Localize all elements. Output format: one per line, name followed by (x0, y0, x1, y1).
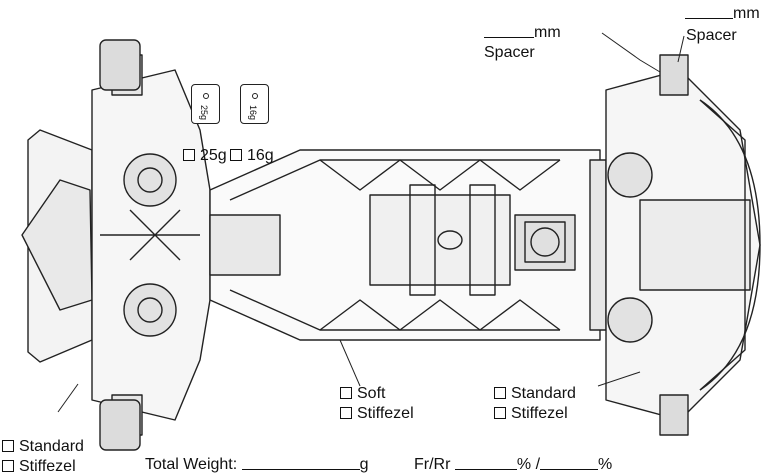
leader-chassis (339, 339, 361, 387)
checkbox-icon[interactable] (494, 387, 506, 399)
rear-arm-option-stiffezel[interactable]: Stiffezel (494, 405, 568, 423)
spacer-left-label: Spacer (484, 44, 535, 61)
leader-front-arm (57, 383, 79, 413)
rear-arm-option-standard[interactable]: Standard (494, 385, 576, 403)
leader-spacer-left (601, 32, 661, 73)
total-weight-field[interactable] (241, 455, 360, 470)
weight-hole-icon (203, 93, 209, 99)
checkbox-icon[interactable] (494, 407, 506, 419)
weight-unit: g (359, 456, 369, 473)
front-arm-option-stiffezel[interactable]: Stiffezel (2, 458, 76, 476)
checkbox-icon[interactable] (2, 440, 14, 452)
checkbox-icon[interactable] (340, 407, 352, 419)
checkbox-icon[interactable] (340, 387, 352, 399)
weight-box-25g: 25g (191, 84, 220, 124)
checkbox-icon[interactable] (2, 460, 14, 472)
spacer-left-mm[interactable]: mm (484, 23, 561, 42)
chassis-option-soft[interactable]: Soft (340, 385, 385, 403)
weight-box-16g: 16g (240, 84, 269, 124)
total-weight-label: Total Weight: (145, 456, 238, 473)
weight-option-25g[interactable]: 25g (183, 147, 227, 165)
battery (369, 194, 511, 286)
checkbox-icon[interactable] (230, 149, 242, 161)
spacer-right-mm[interactable]: mm (685, 4, 760, 23)
checkbox-icon[interactable] (183, 149, 195, 161)
ratio-label: Fr/Rr (414, 456, 451, 473)
chassis-option-stiffezel[interactable]: Stiffezel (340, 405, 414, 423)
rear-percent-field[interactable] (540, 455, 599, 470)
total-weight-row: Total Weight: g (145, 455, 369, 474)
front-arm-option-standard[interactable]: Standard (2, 438, 84, 456)
leader-rear-arm (597, 371, 641, 387)
front-percent-field[interactable] (454, 455, 517, 470)
weight-hole-icon (252, 93, 258, 99)
weight-option-16g[interactable]: 16g (230, 147, 274, 165)
leader-spacer-right (677, 35, 685, 63)
ratio-row: Fr/Rr % /% (414, 455, 613, 473)
spacer-right-label: Spacer (686, 27, 737, 44)
